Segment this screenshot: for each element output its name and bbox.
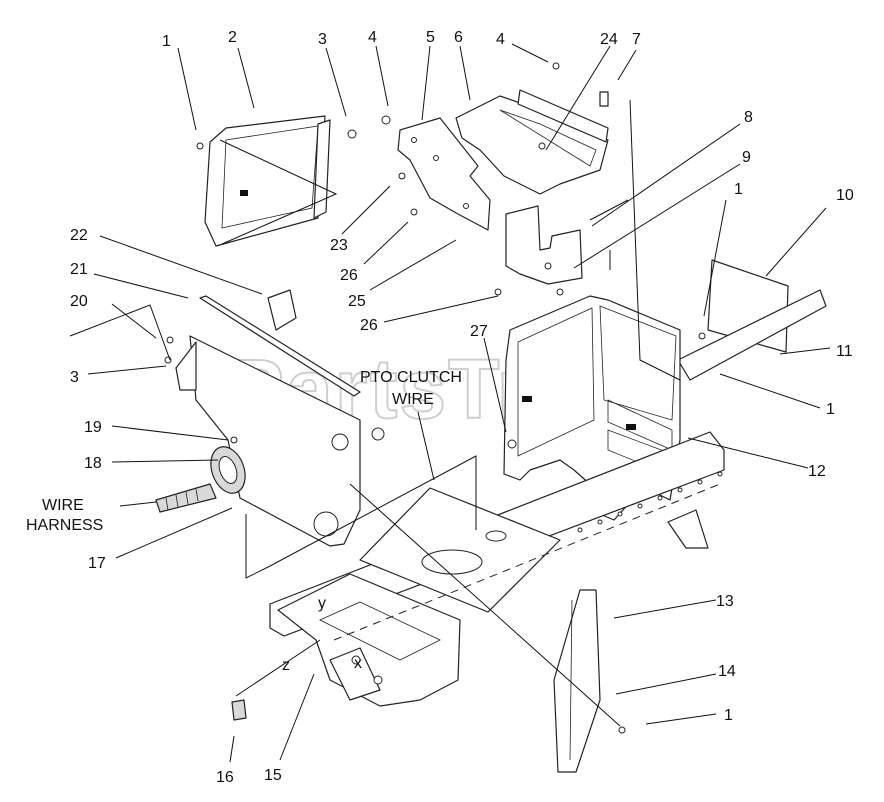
callout-18: 18 [84,455,102,472]
callout-24: 24 [600,31,618,48]
bolt-19 [230,436,238,444]
callout-9: 9 [742,149,751,166]
nut-23 [398,172,406,180]
point-label-z: z [282,657,290,674]
part-16-connector [231,699,247,721]
callout-6: 6 [454,29,463,46]
part-6-upper-bracket [455,62,609,195]
leader-lines [87,43,831,763]
nut-3a [347,129,357,139]
callout-19: 19 [84,419,102,436]
callout-25: 25 [348,293,366,310]
pto-clutch-label-line2: WIRE [392,391,434,408]
callout-1-right-top: 1 [734,181,743,198]
bolt-20 [166,336,174,344]
callout-20: 20 [70,293,88,310]
point-label-x: x [354,655,362,672]
ref-line-2 [69,304,171,361]
ref-line-1 [219,139,338,245]
wire-harness-label-line2: HARNESS [26,517,103,534]
bolt-27 [507,439,517,449]
part-22-bar [199,289,361,397]
callout-14: 14 [718,663,736,680]
callout-5: 5 [426,29,435,46]
callout-11: 11 [836,343,853,360]
ref-line-3 [589,199,629,221]
callout-7: 7 [632,31,641,48]
ref-line-7 [349,483,621,727]
callout-21: 21 [70,261,88,278]
bolt-1a [196,142,204,150]
callout-3-top: 3 [318,31,327,48]
callout-15: 15 [264,767,282,784]
callout-1-right-mid: 1 [826,401,835,418]
callout-13: 13 [716,593,734,610]
callout-2: 2 [228,29,237,46]
callout-26-upper: 26 [340,267,358,284]
callout-17: 17 [88,555,106,572]
callout-4-left: 4 [368,29,377,46]
callout-12: 12 [808,463,826,480]
wire-harness-label-line1: WIRE [42,497,84,514]
ref-line-5 [629,99,681,381]
point-label-y: y [318,595,326,612]
part-13-14-bar [553,589,601,773]
nut-3b [164,356,172,364]
callout-4-right: 4 [496,31,505,48]
callout-8: 8 [744,109,753,126]
ref-line-8 [235,639,321,697]
ref-line-6 [245,455,477,579]
part-21-side-panel [175,335,361,547]
part-2-panel [204,115,331,247]
nut-bracket [371,427,385,441]
callout-10: 10 [836,187,854,204]
callout-1-bottom: 1 [724,707,733,724]
part-18-clutch [210,446,246,494]
bolt-1d [618,726,626,734]
part-8-9-bracket [494,205,583,296]
part-12-frame [269,431,725,637]
washer-26a [410,208,418,216]
callout-16: 16 [216,769,234,786]
callout-3-left: 3 [70,369,79,386]
part-5-bracket [381,115,491,231]
wire-harness-connector [155,483,217,513]
pto-clutch-label-line1: PTO CLUTCH [360,369,462,386]
callout-26-lower: 26 [360,317,378,334]
callout-23: 23 [330,237,348,254]
callout-1-top: 1 [162,33,171,50]
callout-22: 22 [70,227,88,244]
callout-27: 27 [470,323,488,340]
part-11-bar [677,289,827,381]
